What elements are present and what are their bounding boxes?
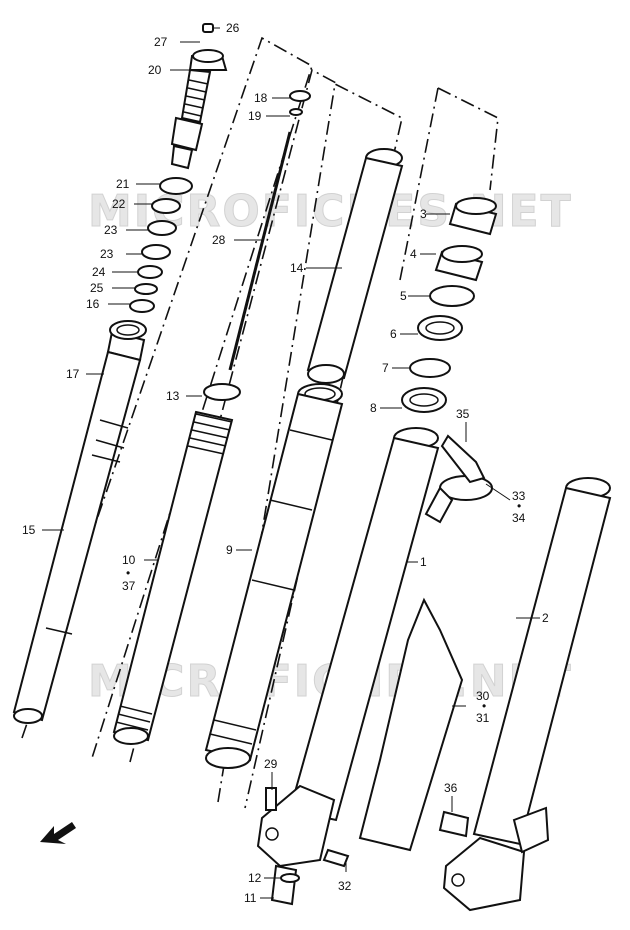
- label-4: 4: [410, 247, 417, 261]
- leader-lines: [42, 27, 540, 899]
- damper-rod: [228, 131, 292, 371]
- label-20: 20: [148, 63, 162, 77]
- direction-arrow-icon: [40, 822, 76, 844]
- fork-guard: [358, 597, 464, 852]
- inner-tube-left: [12, 320, 147, 724]
- part-19-clip: [289, 108, 303, 116]
- part-labels: 26 27 20 21 22 23 23 24 25 16 17 15 10 •…: [22, 21, 549, 905]
- label-19: 19: [248, 109, 262, 123]
- part-18-ring: [289, 90, 311, 102]
- label-33: 33: [512, 489, 526, 503]
- label-11: 11: [244, 891, 257, 905]
- upper-tube: [306, 148, 404, 384]
- ring-stack: [129, 177, 193, 313]
- label-9: 9: [226, 543, 233, 557]
- label-32: 32: [338, 879, 352, 893]
- label-35: 35: [456, 407, 470, 421]
- label-dot-30: •: [482, 699, 486, 713]
- label-36: 36: [444, 781, 458, 795]
- label-26: 26: [226, 21, 240, 35]
- label-30: 30: [476, 689, 490, 703]
- label-18: 18: [254, 91, 268, 105]
- label-25: 25: [90, 281, 104, 295]
- label-17: 17: [66, 367, 80, 381]
- cap-bolt-assembly: [170, 23, 228, 170]
- damper-cylinder: [204, 383, 344, 769]
- label-31: 31: [476, 711, 490, 725]
- label-6: 6: [390, 327, 397, 341]
- label-21: 21: [116, 177, 130, 191]
- seal-stack: [401, 197, 498, 413]
- label-5: 5: [400, 289, 407, 303]
- label-16: 16: [86, 297, 100, 311]
- label-1: 1: [420, 555, 427, 569]
- label-37: 37: [122, 579, 136, 593]
- label-dot-33: •: [517, 499, 521, 513]
- outer-tube-2: [438, 477, 612, 912]
- label-dot-10: •: [126, 566, 130, 580]
- label-12: 12: [248, 871, 262, 885]
- label-13: 13: [166, 389, 180, 403]
- label-2: 2: [542, 611, 549, 625]
- label-23-a: 23: [104, 223, 118, 237]
- label-14: 14: [290, 261, 304, 275]
- label-10: 10: [122, 553, 136, 567]
- label-22: 22: [112, 197, 126, 211]
- label-34: 34: [512, 511, 526, 525]
- label-7: 7: [382, 361, 389, 375]
- label-8: 8: [370, 401, 377, 415]
- outer-tube-1: [256, 427, 440, 906]
- spring-tube: [112, 383, 241, 745]
- label-15: 15: [22, 523, 36, 537]
- label-29: 29: [264, 757, 278, 771]
- label-3: 3: [420, 207, 427, 221]
- label-27: 27: [154, 35, 168, 49]
- label-24: 24: [92, 265, 106, 279]
- guard-bolt: [322, 848, 350, 868]
- label-23-b: 23: [100, 247, 114, 261]
- label-28: 28: [212, 233, 226, 247]
